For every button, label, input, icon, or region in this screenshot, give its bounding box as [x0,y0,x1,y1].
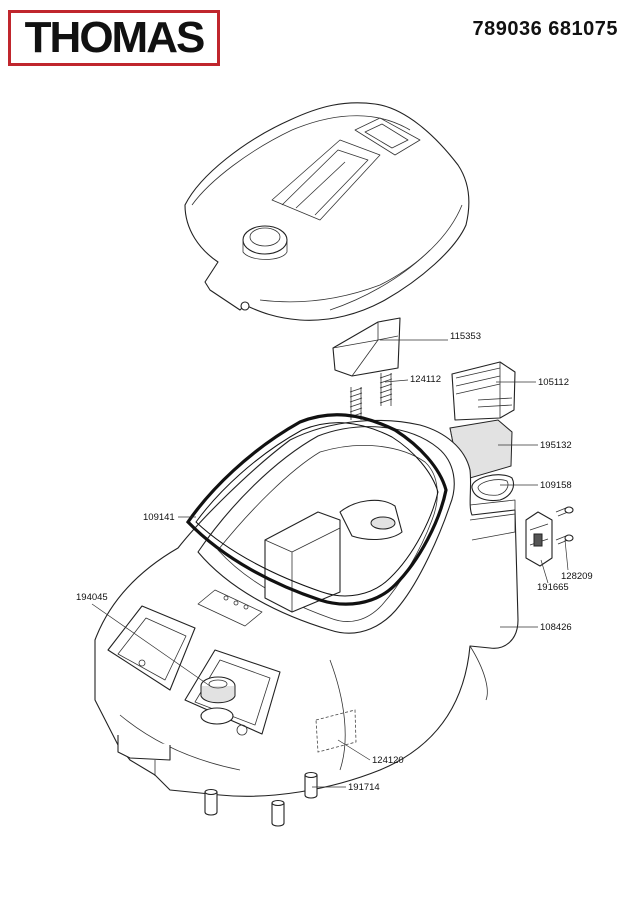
part-109158-drawing [471,474,515,502]
part-194045-drawing [200,676,236,704]
part-label-109158: 109158 [540,480,572,491]
part-109141-drawing [185,413,448,606]
part-128209-drawing [555,506,574,545]
part-label-194045: 194045 [76,592,108,603]
part-label-115353: 115353 [450,331,481,342]
part-label-195132: 195132 [540,440,572,451]
lid-cover-drawing [184,102,470,321]
model-number: 789036 681075 [472,18,618,40]
part-label-105112: 105112 [538,377,569,388]
part-115353-drawing [332,317,401,377]
part-labels: 115353 124112 105112 195132 109158 10914… [76,331,593,793]
part-label-191714: 191714 [348,782,380,793]
part-label-108426: 108426 [540,622,572,633]
brand-logo: THOMAS [8,10,220,66]
part-191665-drawing [525,511,553,567]
part-191714-drawing [204,771,318,827]
part-label-109141: 109141 [143,512,175,523]
leader-lines [91,339,569,788]
part-label-124112: 124112 [410,374,441,385]
part-label-124120: 124120 [372,755,404,766]
part-label-128209: 128209 [561,571,593,582]
part-label-191665: 191665 [537,582,569,593]
base-body-drawing [94,419,519,797]
brand-logo-text: THOMAS [24,13,206,62]
part-124112-drawing [349,373,393,420]
part-105112-drawing [451,361,516,421]
